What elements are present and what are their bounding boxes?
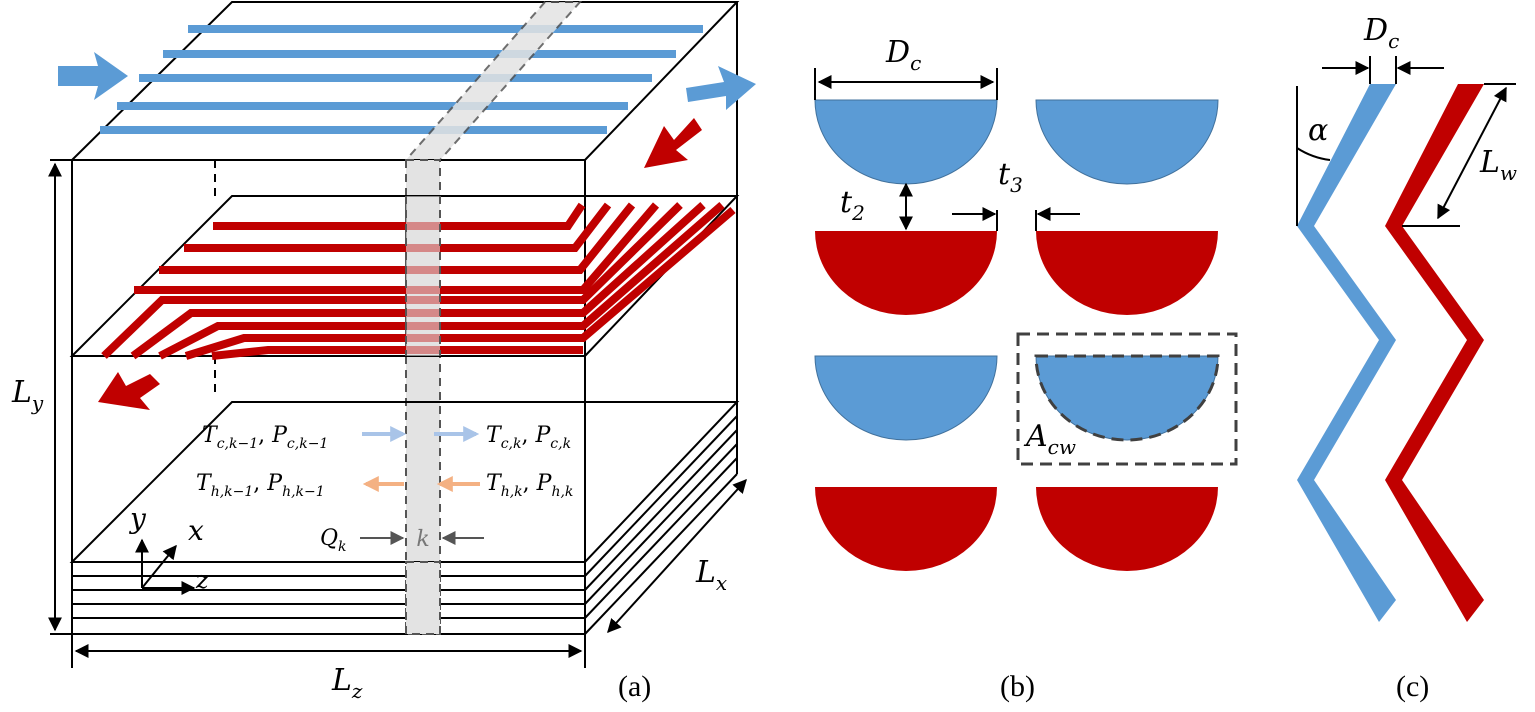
middle-hot-plate	[69, 195, 740, 360]
hot-inlet-arrow	[644, 118, 702, 168]
coordinate-axes: y x z	[128, 502, 209, 595]
cold-outlet-state-label: Tc,k, Pc,k	[486, 423, 571, 452]
hot-channel-1	[815, 231, 997, 315]
cold-channel-1	[814, 99, 998, 185]
panel-c: Dc α Lw (c)	[1296, 13, 1517, 703]
cold-channel-4	[1035, 355, 1219, 441]
hot-channel-4	[1036, 487, 1218, 571]
hot-channel-3	[815, 487, 997, 571]
dim-lx-line	[607, 478, 747, 634]
dim-dc-label-b: Dc	[885, 35, 921, 75]
hot-zigzag-channel	[1385, 84, 1484, 622]
hot-outlet-state-label: Th,k−1, Ph,k−1	[196, 471, 325, 500]
cold-zigzag-channel	[1297, 84, 1396, 622]
angle-arc	[1296, 147, 1331, 161]
dim-ly-label: Ly	[11, 375, 44, 415]
axis-z-label: z	[195, 566, 209, 594]
cell-k-label: k	[416, 527, 429, 552]
dim-lx-label: Lx	[695, 555, 727, 595]
cold-channels	[100, 25, 703, 134]
column-top	[403, 1, 583, 161]
dim-lw-label: Lw	[1479, 145, 1517, 185]
panel-c-label: (c)	[1396, 670, 1429, 703]
area-acw-label: Acw	[1023, 419, 1076, 459]
hot-channel-2	[1036, 231, 1218, 315]
panel-b: Dc t2 t3 Acw (b)	[814, 35, 1238, 703]
dim-lw-line	[1437, 86, 1507, 220]
panel-b-label: (b)	[1000, 670, 1035, 703]
top-cold-plate	[69, 1, 740, 161]
cold-inlet-state-label: Tc,k−1, Pc,k−1	[202, 423, 328, 452]
panel-a: Ly Lz Lx Tc,k−1, Pc,k−1 Tc,k, Pc,k Th,k−…	[11, 1, 756, 703]
dim-t3-label: t3	[998, 157, 1023, 197]
hot-outlet-arrow	[98, 372, 160, 410]
wetted-perimeter-outline	[1034, 354, 1220, 442]
panel-a-label: (a)	[618, 670, 651, 703]
cold-outlet-arrow	[686, 66, 756, 110]
cold-channel-3	[814, 355, 998, 441]
heat-flux-label: Qk	[320, 526, 347, 555]
cold-channel-2	[1035, 99, 1219, 185]
dim-dc-label-c: Dc	[1363, 13, 1399, 53]
axis-x-label: x	[188, 514, 204, 547]
flow-arrows	[58, 52, 756, 410]
axis-y-label: y	[128, 502, 147, 535]
cold-inlet-arrow	[58, 52, 128, 100]
hot-inlet-state-label: Th,k, Ph,k	[486, 471, 573, 500]
angle-alpha-label: α	[1308, 113, 1328, 148]
dim-lz-label: Lz	[331, 663, 363, 703]
dim-t2-label: t2	[840, 185, 865, 225]
area-cell-box	[1016, 332, 1238, 466]
